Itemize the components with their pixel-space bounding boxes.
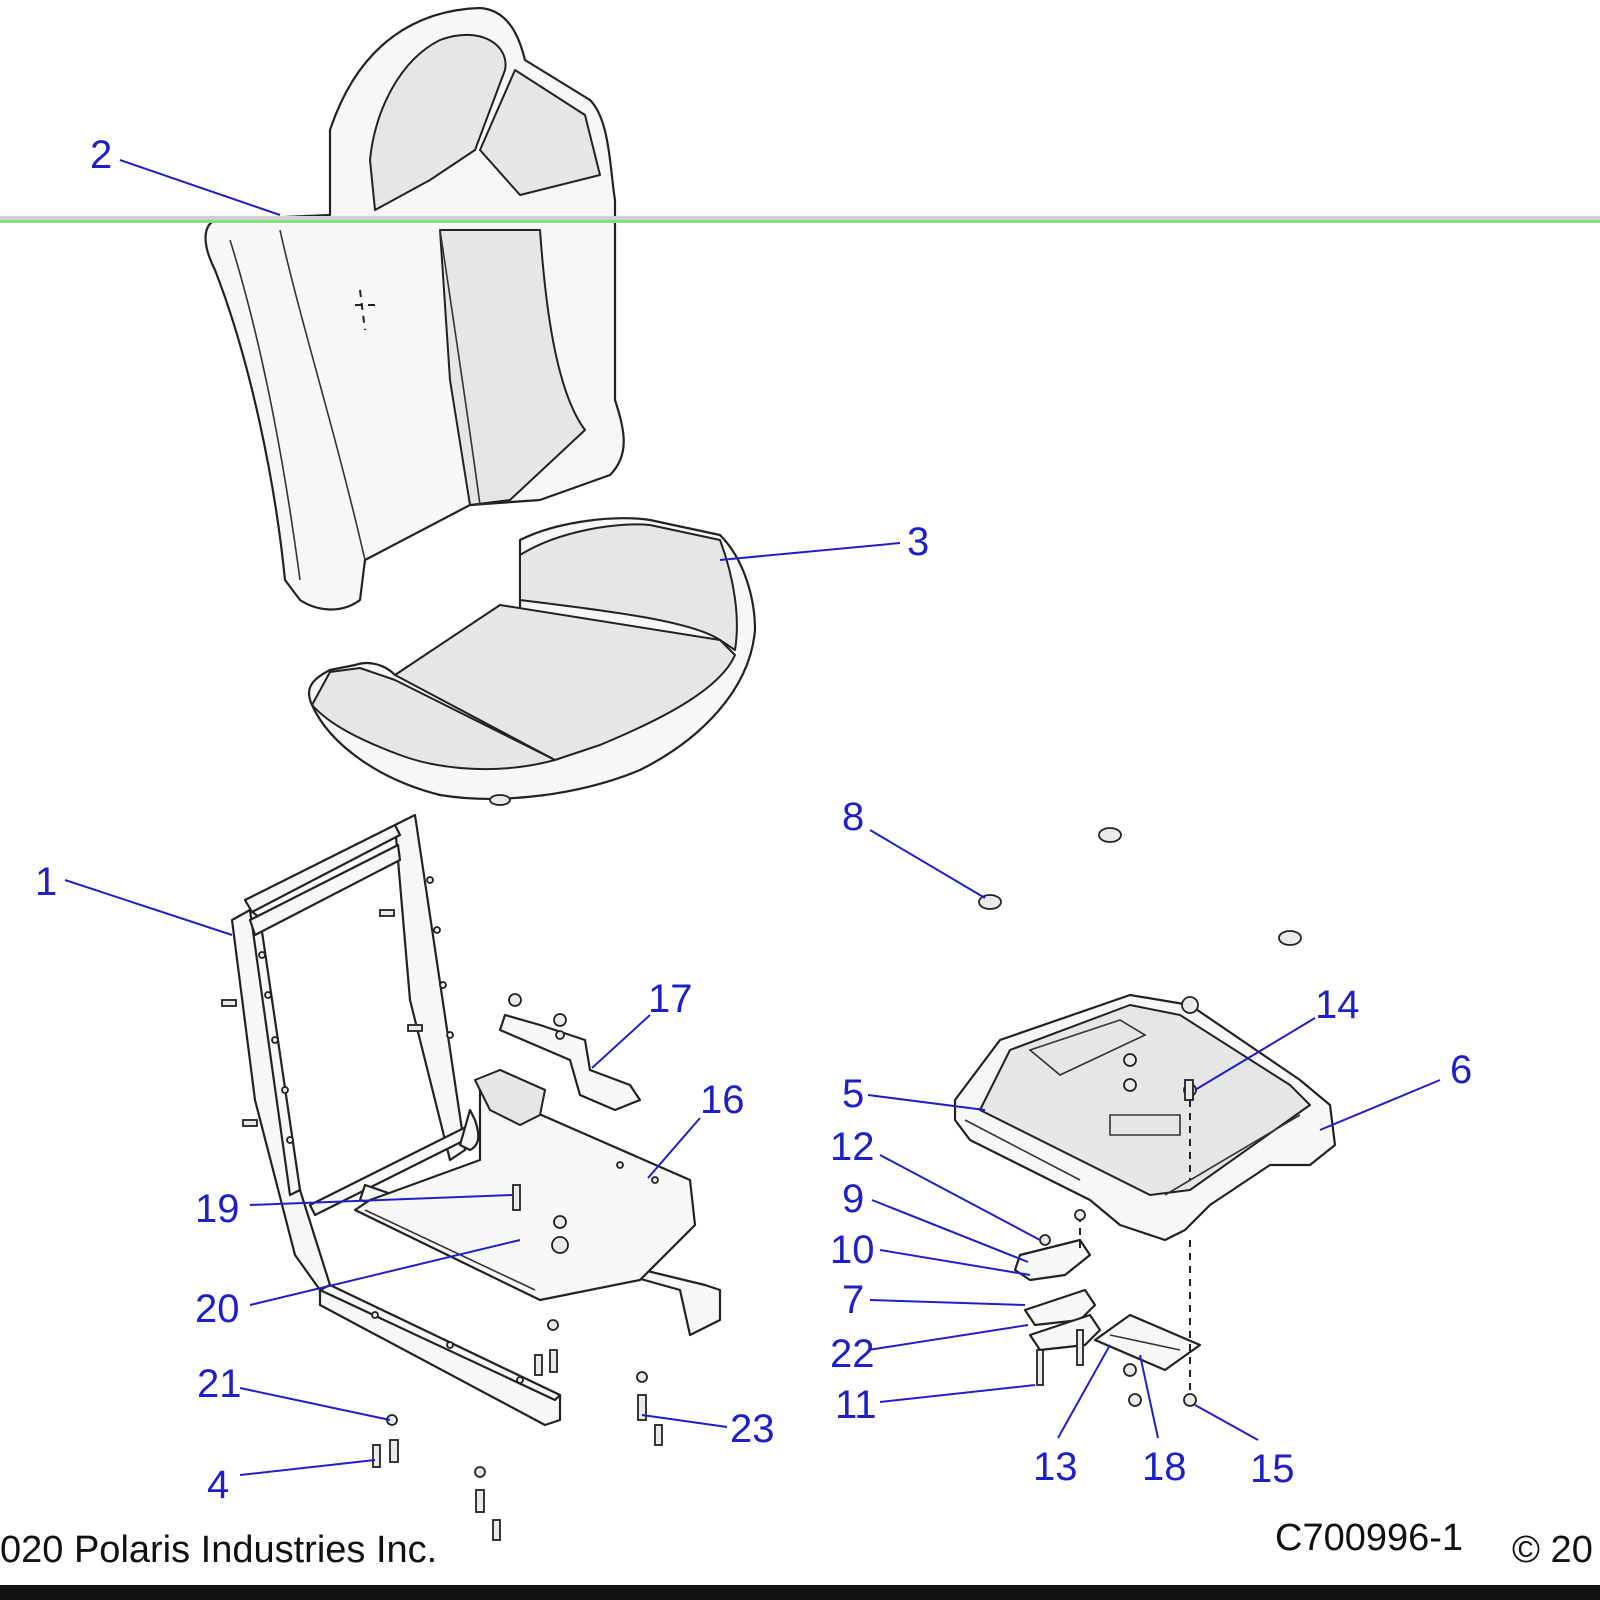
footer: 020 Polaris Industries Inc. C700996-1 © … — [0, 1517, 1600, 1600]
callout-labels: 1 2 3 4 5 6 7 8 9 10 11 12 13 14 15 16 1… — [35, 133, 1472, 1507]
grommets — [978, 827, 1302, 946]
diagram-code: C700996-1 — [1275, 1517, 1463, 1559]
bracket-17 — [498, 993, 642, 1112]
callout-1: 1 — [35, 860, 57, 904]
slider-base — [953, 993, 1337, 1242]
callout-6: 6 — [1450, 1048, 1472, 1092]
callout-20: 20 — [195, 1287, 240, 1331]
callout-17: 17 — [648, 977, 693, 1021]
callout-19: 19 — [195, 1187, 240, 1231]
callout-13: 13 — [1033, 1445, 1078, 1489]
seat-back — [204, 6, 625, 611]
scan-artifact — [0, 216, 1600, 223]
callout-11: 11 — [835, 1383, 877, 1427]
callout-2: 2 — [90, 133, 112, 177]
callout-22: 22 — [830, 1332, 875, 1376]
callout-15: 15 — [1250, 1447, 1295, 1491]
seat-pan — [353, 1068, 697, 1302]
seat-bottom — [307, 517, 757, 806]
seat-frame — [230, 813, 722, 1427]
callout-5: 5 — [842, 1072, 864, 1116]
callout-10: 10 — [830, 1228, 875, 1272]
copyright-left: 020 Polaris Industries Inc. — [0, 1529, 437, 1571]
callout-8: 8 — [842, 795, 864, 839]
copyright-right: © 20 — [1512, 1529, 1593, 1571]
callout-21: 21 — [197, 1362, 242, 1406]
callout-16: 16 — [700, 1078, 745, 1122]
callout-23: 23 — [730, 1407, 775, 1451]
fasteners — [221, 909, 1194, 1541]
callout-12: 12 — [830, 1125, 875, 1169]
callout-9: 9 — [842, 1177, 864, 1221]
callout-18: 18 — [1142, 1445, 1187, 1489]
callout-4: 4 — [207, 1463, 229, 1507]
leader-lines — [64, 159, 1441, 1476]
callout-7: 7 — [842, 1278, 864, 1322]
callout-14: 14 — [1315, 983, 1360, 1027]
callout-3: 3 — [907, 520, 929, 564]
